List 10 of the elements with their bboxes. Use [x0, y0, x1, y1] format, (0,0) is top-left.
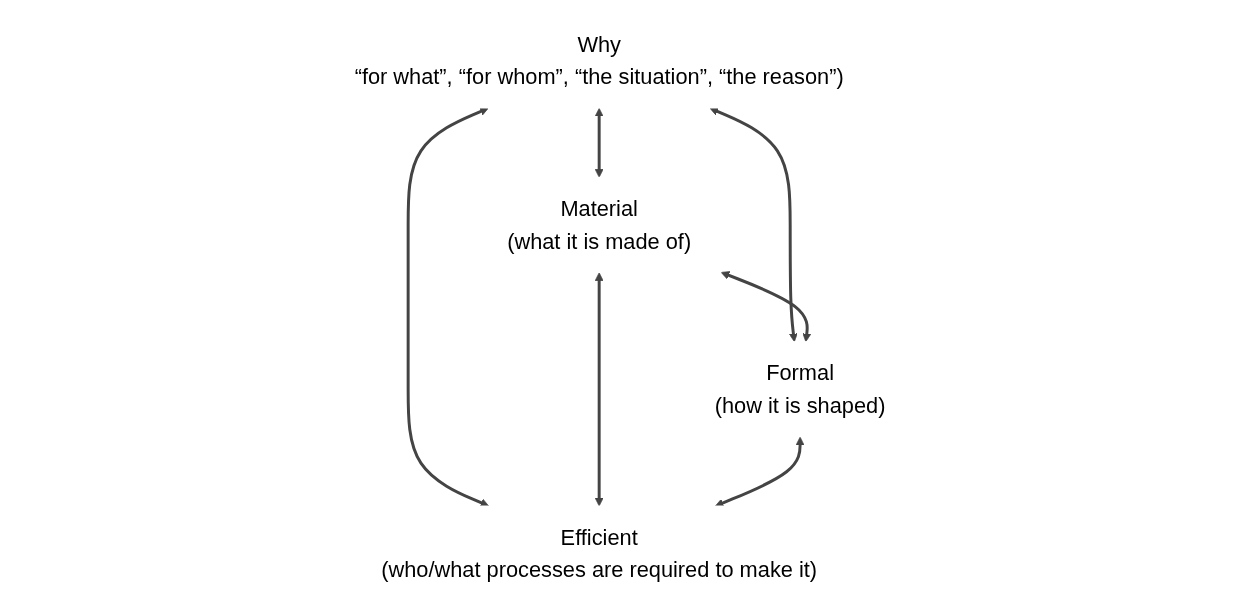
arrow [709, 107, 798, 343]
arrow [594, 272, 604, 507]
node-text: Formal (how it is shaped) [714, 360, 886, 418]
arrow [406, 107, 490, 507]
arrow [720, 271, 812, 343]
node-text: Efficient (who/what processes are required to make it) [381, 524, 818, 583]
node-text: Why “for what”, “for whom”, “the situation”, “the reason”) [354, 31, 844, 90]
arrow [714, 436, 805, 508]
node-text: Material (what it is made of) [507, 196, 692, 254]
arrow [594, 107, 604, 178]
